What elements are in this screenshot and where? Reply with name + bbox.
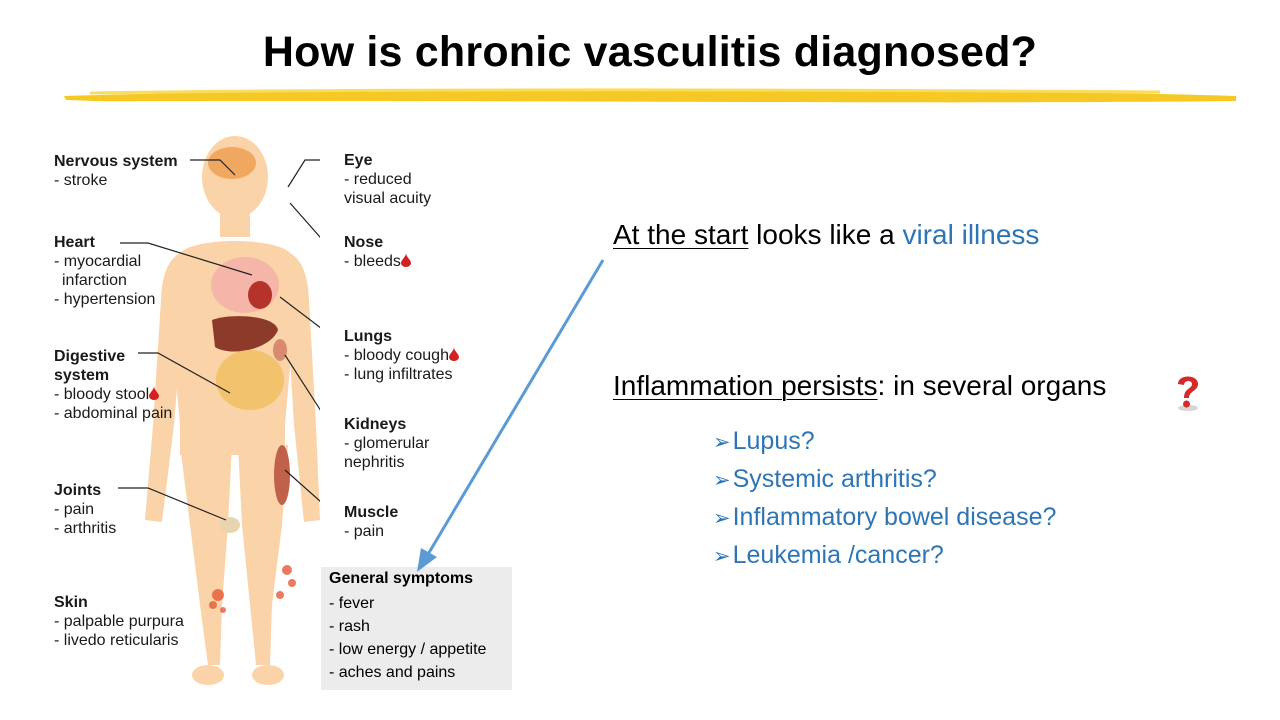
label-muscle: Muscle - pain <box>344 504 399 540</box>
label-joints: Joints - pain - arthritis <box>54 482 117 537</box>
muscle-icon <box>274 445 290 505</box>
red-question-mark-icon <box>1178 376 1198 411</box>
title-underline <box>64 88 1236 103</box>
general-symptom-item: - rash <box>329 618 370 635</box>
kidney-icon <box>273 339 287 361</box>
label-eye: Eye - reduced visual acuity <box>344 152 432 207</box>
statement-inflammation: Inflammation persists: in several organs <box>613 370 1107 401</box>
label-kidneys: Kidneys - glomerular nephritis <box>344 416 430 471</box>
arrow-bullet-icon: ➢ <box>713 431 731 454</box>
leader-lines <box>118 159 320 521</box>
blood-drop-icon <box>149 386 160 400</box>
label-nose: Nose - bleeds <box>344 233 411 271</box>
bullet-item: ➢Lupus? <box>713 427 815 455</box>
label-digestive: Digestive system - bloody stool - abdomi… <box>54 348 173 422</box>
blood-drop-icon <box>400 253 411 267</box>
page-title: How is chronic vasculitis diagnosed? <box>262 28 1038 76</box>
arrow-bullet-icon: ➢ <box>713 545 731 568</box>
label-nervous-system: Nervous system - stroke <box>54 153 178 189</box>
arrow-bullet-icon: ➢ <box>713 507 731 530</box>
heart-icon <box>248 281 272 309</box>
blood-drop-icon <box>448 347 459 361</box>
general-symptom-item: - aches and pains <box>329 664 456 681</box>
label-heart: Heart - myocardial infarction - hyperten… <box>54 234 156 308</box>
general-symptoms-heading: General symptoms <box>329 570 474 587</box>
label-lungs: Lungs - bloody cough - lung infiltrates <box>344 327 459 384</box>
arrow-bullet-icon: ➢ <box>713 469 731 492</box>
general-symptom-item: - low energy / appetite <box>329 641 487 658</box>
bullet-item: ➢Leukemia /cancer? <box>713 541 944 569</box>
label-skin: Skin - palpable purpura - livedo reticul… <box>54 594 184 649</box>
pointer-arrow <box>417 259 605 572</box>
general-symptom-item: - fever <box>329 595 375 612</box>
joint-icon <box>220 517 240 533</box>
general-symptoms-box: General symptoms - fever - rash - low en… <box>321 567 512 690</box>
intestine-icon <box>216 350 284 410</box>
statement-viral: At the start looks like a viral illness <box>613 219 1040 250</box>
purpura-spots <box>209 565 296 613</box>
bullet-item: ➢Systemic arthritis? <box>713 465 937 493</box>
body-illustration <box>118 136 320 685</box>
brain-icon <box>208 147 256 179</box>
bullet-item: ➢Inflammatory bowel disease? <box>713 503 1057 531</box>
liver-icon <box>212 316 278 352</box>
